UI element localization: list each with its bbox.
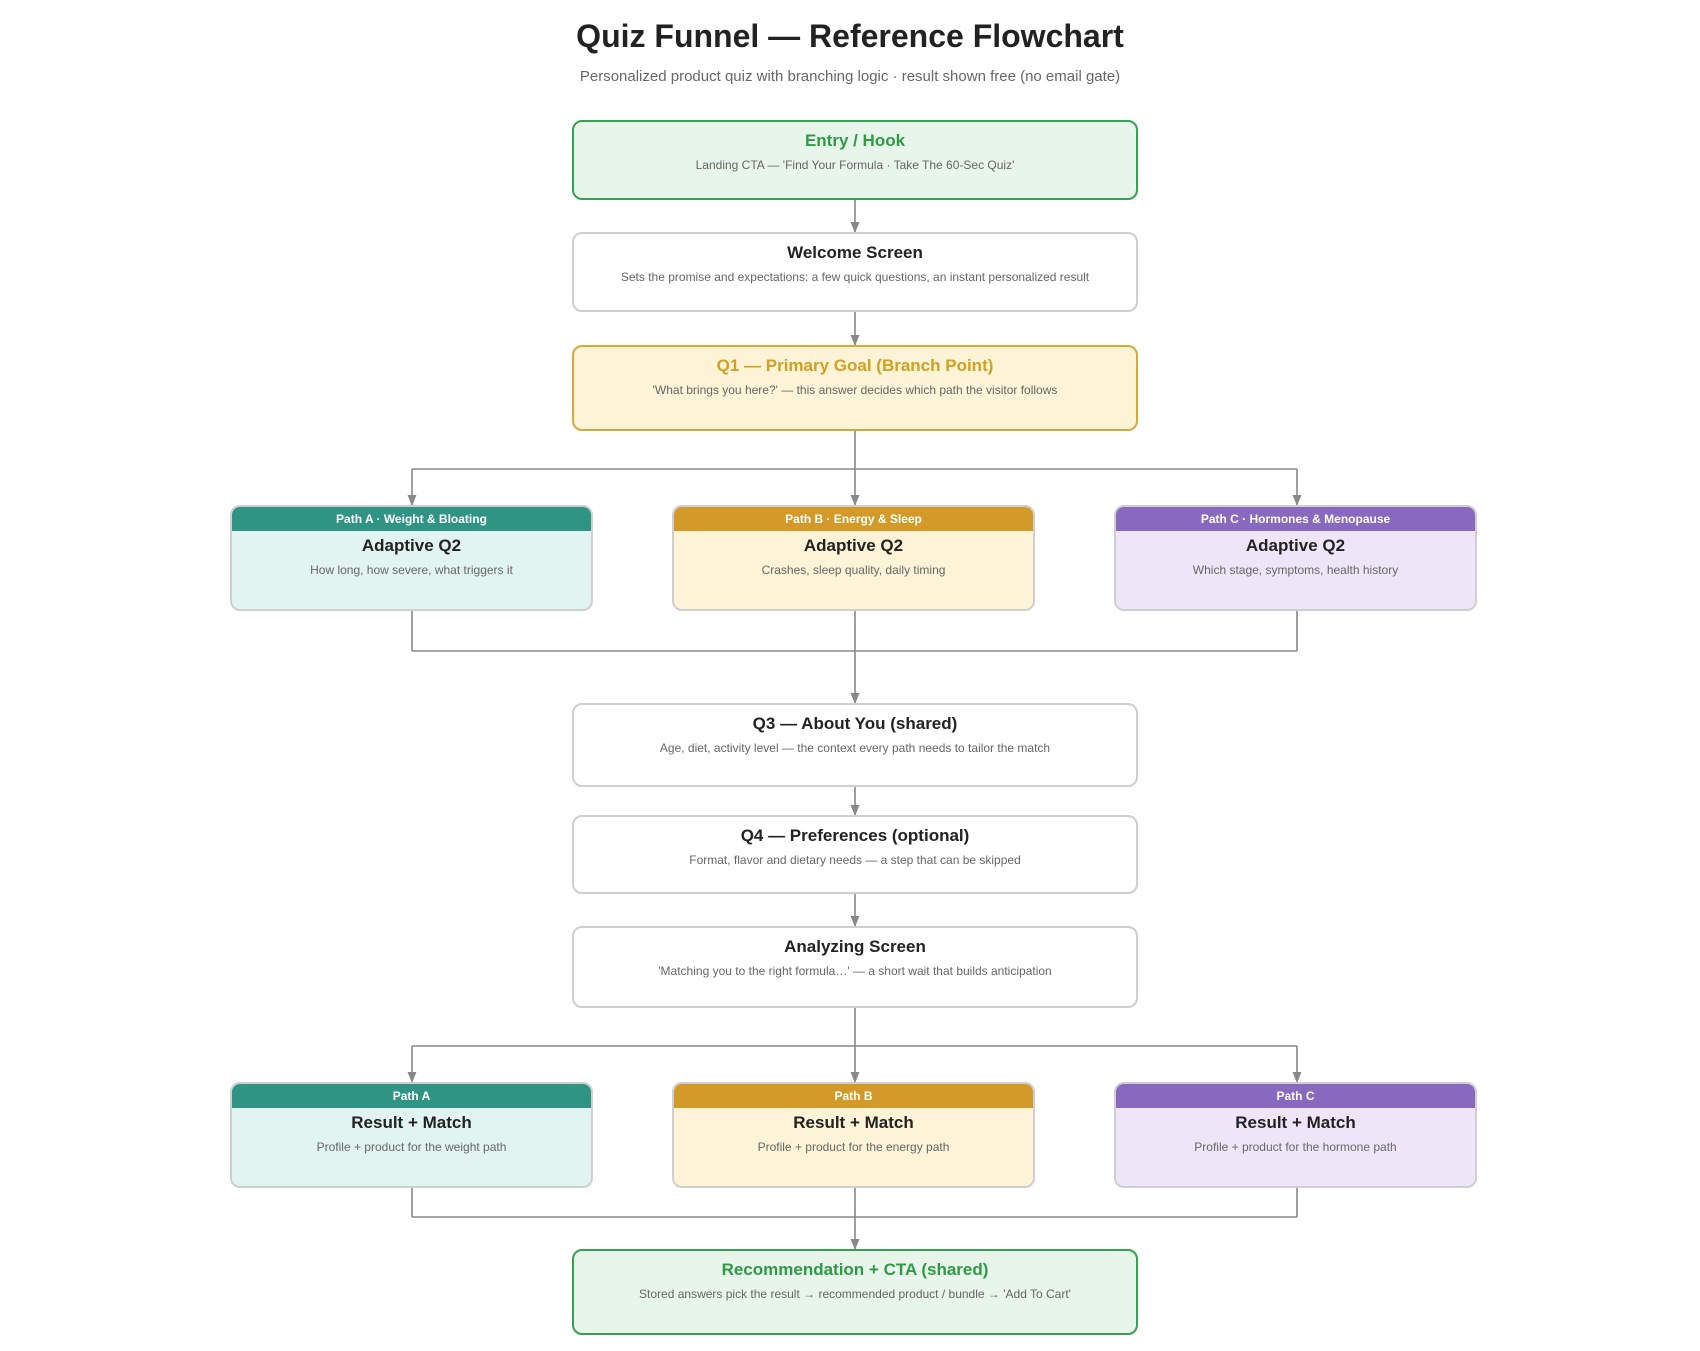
entry-hook-desc: Landing CTA — 'Find Your Formula · Take … [695, 158, 1015, 172]
path-a-q2-title: Adaptive Q2 [361, 536, 462, 555]
q1-title: Q1 — Primary Goal (Branch Point) [716, 356, 994, 375]
path-c-q2-title: Adaptive Q2 [1245, 536, 1346, 555]
welcome-screen-title: Welcome Screen [787, 243, 923, 262]
q4-desc: Format, flavor and dietary needs — a ste… [689, 853, 1021, 867]
path-b-q2-desc: Crashes, sleep quality, daily timing [761, 563, 946, 577]
recommendation-cta-node: Recommendation + CTA (shared) Stored ans… [572, 1249, 1138, 1335]
path-a-result-desc: Profile + product for the weight path [316, 1140, 507, 1154]
path-c-result-node: Path C Result + Match Profile + product … [1114, 1082, 1477, 1188]
analyzing-screen-node: Analyzing Screen 'Matching you to the ri… [572, 926, 1138, 1008]
path-b-result-node: Path B Result + Match Profile + product … [672, 1082, 1035, 1188]
q1-desc: 'What brings you here?' — this answer de… [652, 383, 1058, 397]
entry-hook-node: Entry / Hook Landing CTA — 'Find Your Fo… [572, 120, 1138, 200]
path-c-q2-node: Path C · Hormones & Menopause Adaptive Q… [1114, 505, 1477, 611]
welcome-screen-node: Welcome Screen Sets the promise and expe… [572, 232, 1138, 312]
path-a-result-title: Result + Match [351, 1113, 472, 1132]
path-b-result-title: Result + Match [793, 1113, 914, 1132]
page-title: Quiz Funnel — Reference Flowchart [576, 18, 1124, 54]
path-b-q2-title: Adaptive Q2 [803, 536, 904, 555]
path-c-result-title: Result + Match [1235, 1113, 1356, 1132]
path-b-result-desc: Profile + product for the energy path [757, 1140, 950, 1154]
path-a-result-tag: Path A [232, 1084, 591, 1108]
welcome-screen-desc: Sets the promise and expectations: a few… [620, 270, 1090, 284]
path-c-q2-tag: Path C · Hormones & Menopause [1116, 507, 1475, 531]
path-b-q2-node: Path B · Energy & Sleep Adaptive Q2 Cras… [672, 505, 1035, 611]
q3-title: Q3 — About You (shared) [752, 714, 958, 733]
recommendation-desc: Stored answers pick the result → recomme… [639, 1287, 1071, 1301]
q4-title: Q4 — Preferences (optional) [740, 826, 970, 845]
q4-preferences-node: Q4 — Preferences (optional) Format, flav… [572, 815, 1138, 894]
q3-desc: Age, diet, activity level — the context … [659, 741, 1051, 755]
path-c-result-desc: Profile + product for the hormone path [1194, 1140, 1397, 1154]
path-c-q2-desc: Which stage, symptoms, health history [1192, 563, 1399, 577]
recommendation-title: Recommendation + CTA (shared) [721, 1260, 989, 1279]
analyzing-desc: 'Matching you to the right formula…' — a… [658, 964, 1052, 978]
page-subtitle: Personalized product quiz with branching… [579, 68, 1121, 85]
path-a-q2-desc: How long, how severe, what triggers it [310, 563, 513, 577]
path-a-result-node: Path A Result + Match Profile + product … [230, 1082, 593, 1188]
path-c-result-tag: Path C [1116, 1084, 1475, 1108]
q3-about-you-node: Q3 — About You (shared) Age, diet, activ… [572, 703, 1138, 787]
path-b-q2-tag: Path B · Energy & Sleep [674, 507, 1033, 531]
q1-branch-node: Q1 — Primary Goal (Branch Point) 'What b… [572, 345, 1138, 431]
analyzing-title: Analyzing Screen [784, 937, 926, 956]
path-a-q2-tag: Path A · Weight & Bloating [232, 507, 591, 531]
path-b-result-tag: Path B [674, 1084, 1033, 1108]
entry-hook-title: Entry / Hook [804, 131, 906, 150]
path-a-q2-node: Path A · Weight & Bloating Adaptive Q2 H… [230, 505, 593, 611]
